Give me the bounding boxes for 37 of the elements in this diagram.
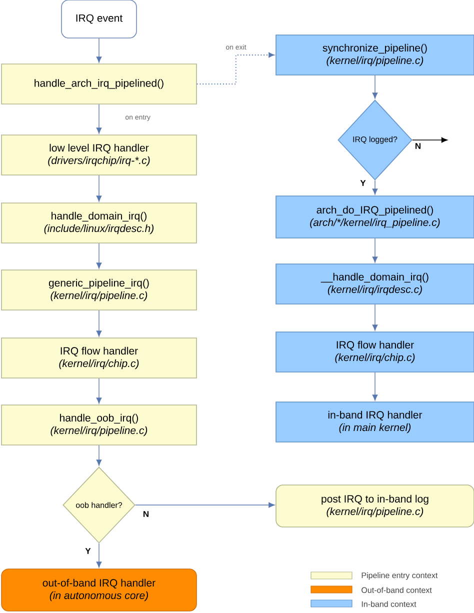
arrow xyxy=(412,137,448,143)
process-box: handle_domain_irq() (include/linux/irqdesc.h) xyxy=(1,202,197,244)
process-box: handle_arch_irq_pipelined() xyxy=(1,64,197,104)
arrow xyxy=(135,502,275,508)
arrow xyxy=(96,243,102,269)
process-box: low level IRQ handler (drivers/irqchip/irq-*.c) xyxy=(1,134,197,176)
arrow xyxy=(372,372,378,401)
process-box: generic_pipeline_irq() (kernel/irq/pipeline.c) xyxy=(1,270,197,310)
process-box: __handle_domain_irq() (kernel/irq/irqdesc.c) xyxy=(276,264,474,304)
arrow xyxy=(96,543,102,568)
arrow xyxy=(96,104,102,134)
arrow xyxy=(372,180,378,195)
edge-label: Y xyxy=(85,548,91,554)
arrow xyxy=(96,378,102,404)
arrow xyxy=(96,175,102,202)
edge-label: Y xyxy=(360,180,366,186)
arrow xyxy=(372,238,378,263)
edge-label: N xyxy=(144,511,148,517)
process-box: IRQ flow handler (kernel/irq/chip.c) xyxy=(276,332,474,372)
legend-label: Pipeline entry context xyxy=(362,572,438,580)
rounded-box: post IRQ to in-band log (kernel/irq/pipeline.c) xyxy=(276,484,474,528)
process-box: in-band IRQ handler (in main kernel) xyxy=(276,402,474,442)
arrow xyxy=(96,445,102,466)
process-box: arch_do_IRQ_pipelined() (arch/*/kernel/irq_pipeline.c) xyxy=(276,196,474,238)
rounded-box: IRQ event xyxy=(61,0,137,38)
arrow xyxy=(372,75,378,99)
legend-label: In-band context xyxy=(362,601,416,607)
process-box: handle_oob_irq() (kernel/irq/pipeline.c) xyxy=(1,404,197,446)
arrow xyxy=(96,38,102,63)
legend-label: Out-of-band context xyxy=(362,587,432,593)
edge-label: N xyxy=(416,143,420,149)
process-box: IRQ flow handler (kernel/irq/chip.c) xyxy=(1,338,197,378)
arrow xyxy=(96,310,102,337)
process-box: synchronize_pipeline() (kernel/irq/pipeline.c) xyxy=(276,34,474,76)
arrow xyxy=(196,52,274,84)
rounded-box: out-of-band IRQ handler (in autonomous core) xyxy=(1,568,197,612)
arrow xyxy=(372,304,378,331)
